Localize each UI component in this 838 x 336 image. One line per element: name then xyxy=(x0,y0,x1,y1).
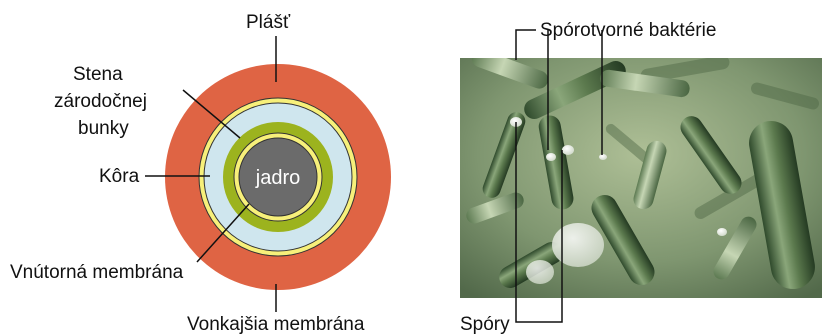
bacteria-micrograph xyxy=(460,47,822,298)
outer-membrane-label: Vonkajšia membrána xyxy=(187,314,365,335)
germ-cell-wall-label-line2: zárodočnej xyxy=(54,91,147,112)
spore xyxy=(552,223,604,267)
core-label: jadro xyxy=(255,167,300,189)
bacteria-label: Spórotvorné baktérie xyxy=(540,20,716,41)
cortex-label: Kôra xyxy=(99,166,140,187)
spore xyxy=(562,145,574,155)
spores-label: Spóry xyxy=(460,314,510,335)
spore xyxy=(546,153,556,161)
bacteria-leader-bracket xyxy=(516,30,536,60)
spore-cross-section: jadro xyxy=(165,64,391,290)
spore xyxy=(526,260,554,284)
germ-cell-wall-label-line3: bunky xyxy=(78,118,129,139)
germ-cell-wall-label-line1: Stena xyxy=(73,64,123,85)
spore xyxy=(717,228,727,236)
spore xyxy=(599,154,607,160)
coat-label: Plášť xyxy=(246,12,291,33)
inner-membrane-label: Vnútorná membrána xyxy=(10,262,184,283)
